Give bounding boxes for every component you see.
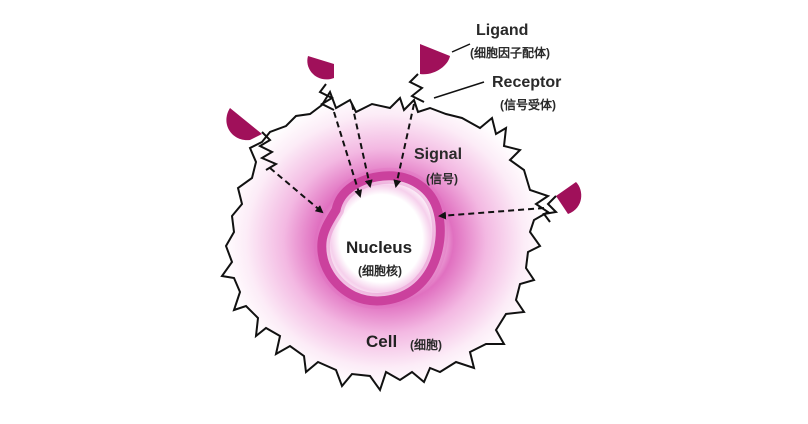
nucleus-label: Nucleus: [346, 238, 413, 257]
cell-label-zh: (细胞): [410, 338, 442, 352]
signal-label-zh: (信号): [426, 172, 458, 186]
ligand-label: Ligand: [476, 22, 529, 39]
ligand-label-zh: (细胞因子配体): [470, 46, 550, 60]
signal-label: Signal: [414, 146, 463, 163]
signal-arrow-icon: [269, 167, 324, 214]
signal-arrow-icon: [438, 207, 545, 220]
receptor-zigzag-icon: [318, 83, 335, 111]
receptor-label: Receptor: [492, 74, 562, 91]
receptor-zigzag-icon: [542, 195, 559, 223]
receptor-label-zh: (信号受体): [500, 98, 556, 112]
receptor-leader-line: [433, 81, 485, 99]
cell-label: Cell: [366, 332, 398, 351]
ligand-shape-icon: [420, 44, 450, 75]
signal-arrow-icon: [393, 103, 415, 188]
nucleus: [317, 171, 445, 306]
signal-arrow-icon: [333, 111, 363, 198]
ligand-shape-icon: [226, 108, 262, 141]
ligand-shape-icon: [307, 56, 334, 80]
receptor-zigzag-icon: [257, 131, 279, 171]
nucleus-label-zh: (细胞核): [358, 264, 402, 278]
ligand-leader-line: [451, 43, 471, 53]
signal-arrow-icon: [351, 103, 373, 188]
receptor-zigzag-icon: [408, 73, 425, 103]
nucleus-glow: [313, 167, 449, 309]
ligand-shape-icon: [556, 182, 582, 214]
